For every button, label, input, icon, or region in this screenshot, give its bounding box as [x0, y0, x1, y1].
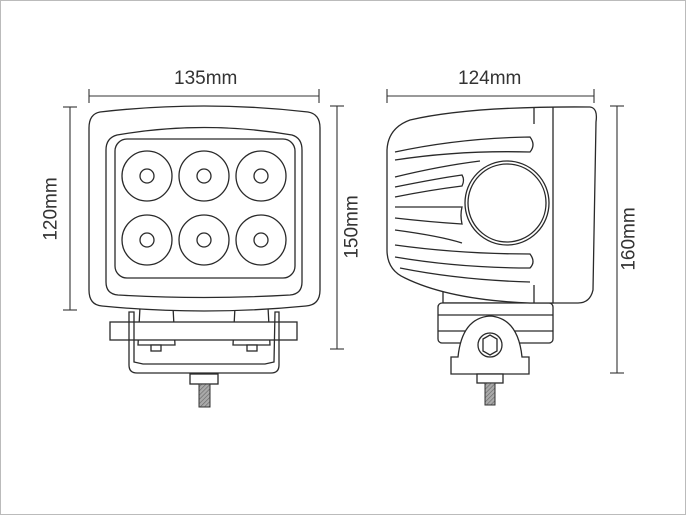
mounting-bracket-front — [109, 306, 298, 408]
rear-lens-side — [464, 160, 550, 246]
dim-line-total-height-side — [610, 105, 624, 374]
dim-line-width-front — [88, 89, 320, 103]
lens-area — [114, 138, 296, 279]
bezel — [105, 126, 303, 299]
total-height-label-side: 160mm — [618, 207, 640, 271]
led — [178, 214, 230, 266]
mount-side — [437, 286, 554, 406]
led — [235, 150, 287, 202]
housing-front — [88, 105, 321, 312]
width-label-front: 135mm — [174, 68, 238, 89]
height-label-front: 120mm — [40, 177, 62, 241]
led — [235, 214, 287, 266]
side-view — [386, 89, 624, 406]
led — [178, 150, 230, 202]
total-height-label-front: 150mm — [341, 195, 363, 259]
front-view — [63, 89, 344, 408]
dim-line-total-height-front — [330, 105, 344, 350]
led — [121, 214, 173, 266]
depth-label-side: 124mm — [458, 68, 522, 89]
led — [121, 150, 173, 202]
led-array — [121, 150, 287, 266]
dim-line-height-front — [63, 106, 77, 311]
cooling-fins — [394, 136, 534, 283]
dim-line-depth-side — [386, 89, 595, 103]
